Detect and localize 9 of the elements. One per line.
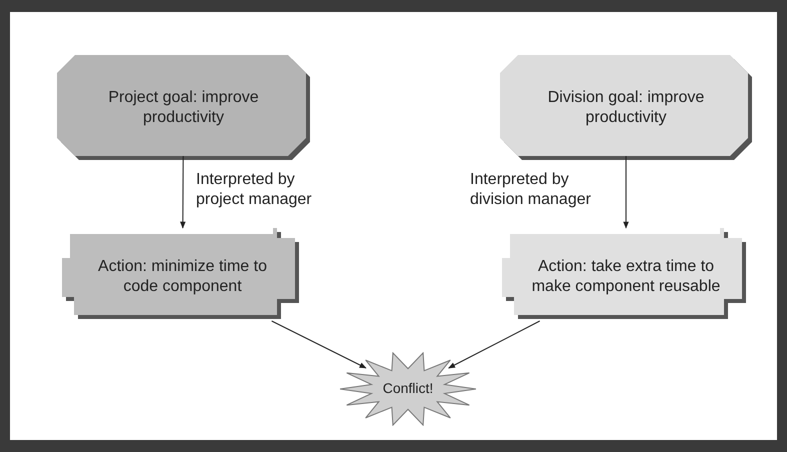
node-text: Conflict! (382, 380, 434, 398)
arrow (180, 156, 186, 229)
node-text: Project goal: improve productivity (107, 88, 260, 128)
arrow (623, 156, 629, 229)
arrow (271, 320, 367, 368)
node-text: Action: minimize time to code component (97, 256, 268, 296)
node-text: Action: take extra time to make component reusable (530, 256, 722, 296)
node-text: Division goal: improve productivity (546, 88, 706, 128)
arrow (448, 320, 540, 368)
